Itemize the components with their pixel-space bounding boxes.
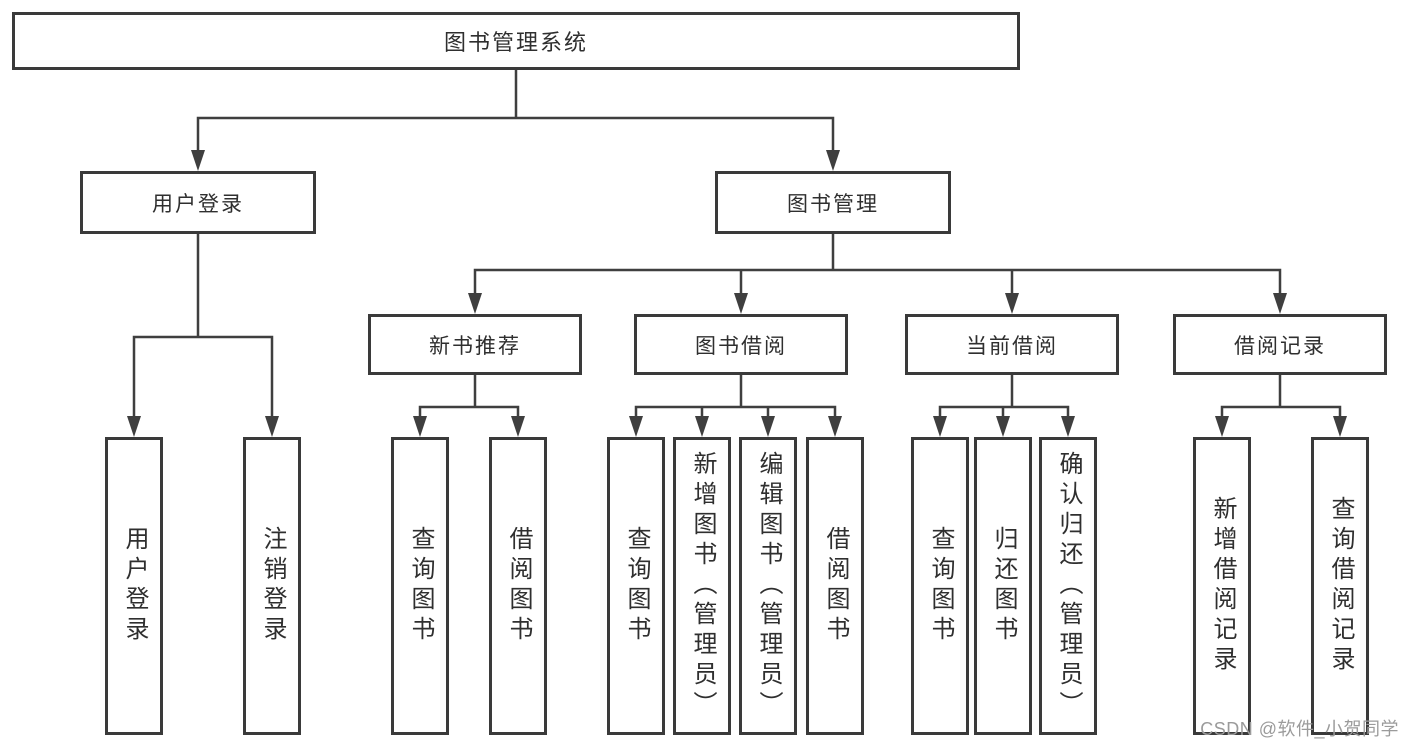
leaf-borrow-query-books-label: 查询图书: [623, 526, 650, 646]
leaf-borrow-borrow-books: 借阅图书: [806, 437, 864, 735]
leaf-newrec-borrow-books: 借阅图书: [489, 437, 547, 735]
leaf-logout-label: 注销登录: [259, 526, 286, 646]
leaf-current-confirm-return: 确认归还（管理员）: [1039, 437, 1097, 735]
leaf-borrow-edit-books-label: 编辑图书（管理员）: [755, 451, 782, 721]
leaf-newrec-query-books: 查询图书: [391, 437, 449, 735]
leaf-current-return-books: 归还图书: [974, 437, 1032, 735]
leaf-logout: 注销登录: [243, 437, 301, 735]
leaf-borrow-add-books-label: 新增图书（管理员）: [689, 451, 716, 721]
leaf-current-confirm-return-label: 确认归还（管理员）: [1055, 451, 1082, 721]
node-new-book-recommend-label: 新书推荐: [429, 334, 521, 358]
node-book-borrow-label: 图书借阅: [695, 334, 787, 358]
node-book-management: 图书管理: [715, 171, 951, 234]
leaf-newrec-query-books-label: 查询图书: [407, 526, 434, 646]
leaf-record-query-record-label: 查询借阅记录: [1327, 496, 1354, 676]
leaf-borrow-add-books: 新增图书（管理员）: [673, 437, 731, 735]
leaf-record-add-record-label: 新增借阅记录: [1209, 496, 1236, 676]
leaf-current-return-books-label: 归还图书: [990, 526, 1017, 646]
leaf-user-login-label: 用户登录: [121, 526, 148, 646]
leaf-record-query-record: 查询借阅记录: [1311, 437, 1369, 735]
leaf-current-query-books: 查询图书: [911, 437, 969, 735]
node-library-system-label: 图书管理系统: [443, 30, 588, 55]
node-current-borrow: 当前借阅: [905, 314, 1119, 375]
node-user-login: 用户登录: [80, 171, 316, 234]
node-book-management-label: 图书管理: [787, 192, 879, 216]
leaf-current-query-books-label: 查询图书: [927, 526, 954, 646]
watermark: CSDN @软件_小贺同学: [1200, 719, 1399, 739]
node-new-book-recommend: 新书推荐: [368, 314, 582, 375]
node-library-system: 图书管理系统: [12, 12, 1020, 70]
node-borrow-record-label: 借阅记录: [1234, 334, 1326, 358]
leaf-borrow-query-books: 查询图书: [607, 437, 665, 735]
leaf-newrec-borrow-books-label: 借阅图书: [505, 526, 532, 646]
node-book-borrow: 图书借阅: [634, 314, 848, 375]
leaf-borrow-borrow-books-label: 借阅图书: [822, 526, 849, 646]
node-borrow-record: 借阅记录: [1173, 314, 1387, 375]
node-current-borrow-label: 当前借阅: [966, 334, 1058, 358]
leaf-borrow-edit-books: 编辑图书（管理员）: [739, 437, 797, 735]
node-user-login-label: 用户登录: [152, 192, 244, 216]
leaf-record-add-record: 新增借阅记录: [1193, 437, 1251, 735]
leaf-user-login: 用户登录: [105, 437, 163, 735]
